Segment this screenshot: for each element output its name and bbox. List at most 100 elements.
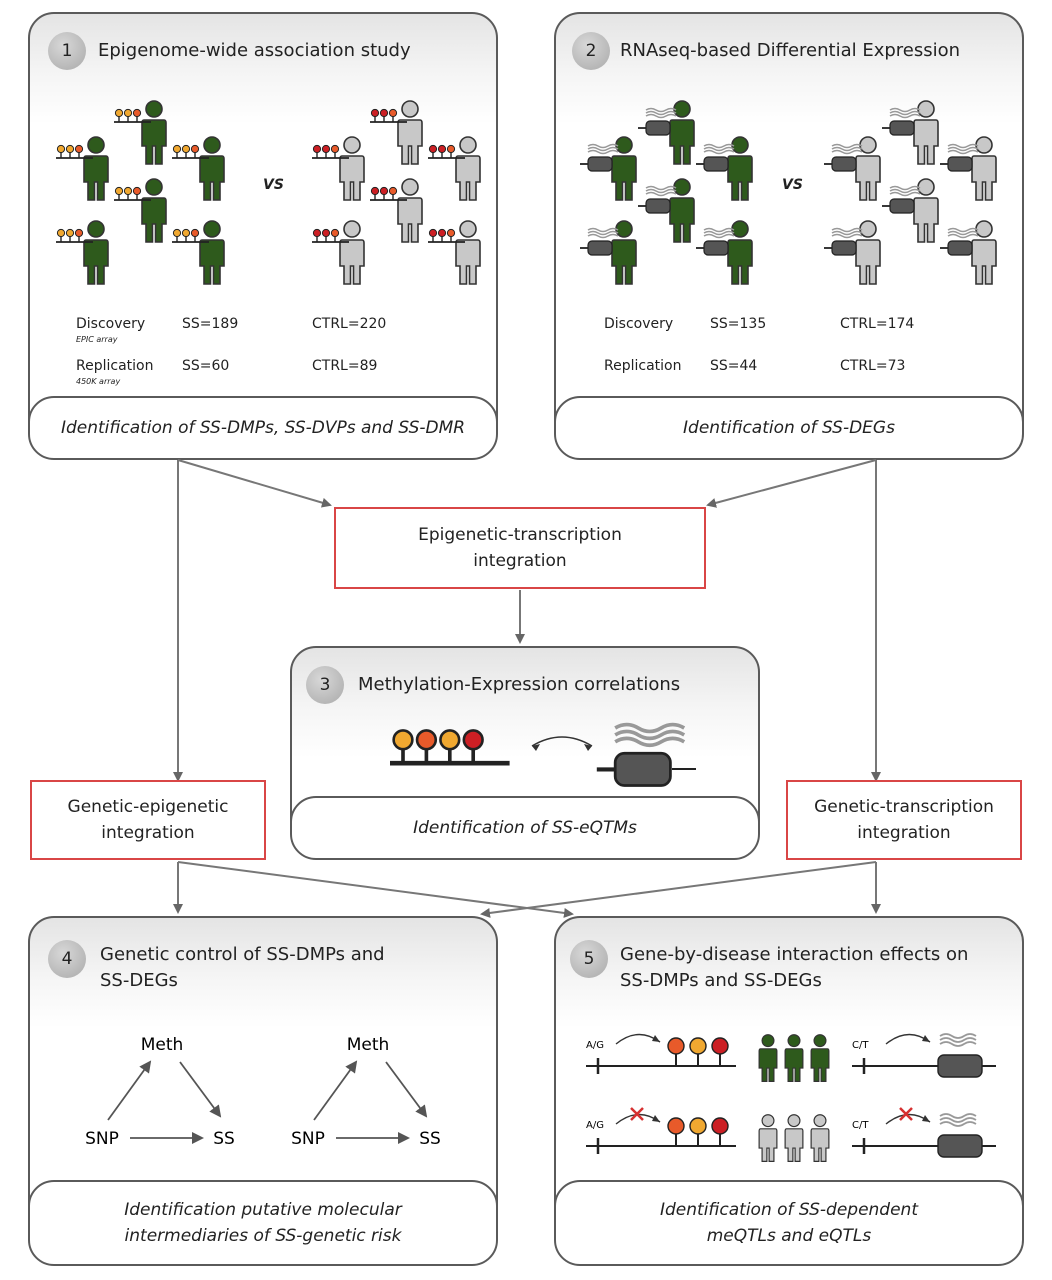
- panel-rnaseq: 2 RNAseq-based Differential Expression V…: [554, 12, 1024, 460]
- person-icon: [611, 220, 637, 285]
- arrow-snp-meth: [313, 1060, 358, 1121]
- methylation-site-icon: [711, 1117, 729, 1135]
- person-icon: [855, 136, 881, 201]
- discovery-label: Discovery: [76, 316, 146, 332]
- title-line: SS-DMPs and SS-DEGs: [620, 970, 822, 991]
- gene-transcript-icon: [940, 143, 979, 172]
- transcript-wave: [939, 1041, 977, 1047]
- box-line: integration: [857, 823, 951, 843]
- methylation-sites-icon: [312, 228, 349, 243]
- arrow-panel2-to-epi-trans: [706, 459, 877, 508]
- panel-title: Gene-by-disease interaction effects on S…: [620, 942, 968, 994]
- gene-transcript-icon: [580, 227, 619, 256]
- gene-transcript-icon: [638, 185, 677, 214]
- footer-text: Identification of SS-DEGs: [683, 418, 895, 438]
- panel-footer: Identification of SS-DEGs: [556, 396, 1022, 458]
- methylation-sites-icon: [172, 144, 209, 159]
- person-icon: [397, 178, 423, 243]
- step-number-badge: 3: [306, 666, 344, 704]
- person-icon: [199, 136, 225, 201]
- person-icon: [669, 100, 695, 165]
- methylation-site-icon: [667, 1037, 685, 1055]
- node-ss: SS: [213, 1129, 235, 1149]
- methylation-sites-icon: [114, 108, 151, 123]
- person-icon: [758, 1034, 778, 1082]
- node-snp: SNP: [85, 1129, 119, 1149]
- methylation-sites-icon: [56, 144, 93, 159]
- transcript-wave: [939, 1113, 977, 1119]
- arrow-meth-ss: [179, 1061, 222, 1118]
- discovery-ss: SS=189: [182, 316, 239, 332]
- rnaseq-illustration: [580, 100, 997, 285]
- panel-title: Epigenome-wide association study: [98, 40, 411, 61]
- panel-meth-expr: 3 Methylation-Expression correlations Id…: [290, 646, 760, 860]
- step-number-badge: 4: [48, 940, 86, 978]
- arrow-meth-ss: [385, 1061, 428, 1118]
- allele-label: A/G: [586, 1120, 604, 1131]
- gene-transcript-icon: [580, 143, 619, 172]
- panel-footer: Identification of SS-dependent meQTLs an…: [556, 1180, 1022, 1264]
- effect-arrowhead: [922, 1115, 930, 1122]
- person-icon: [455, 220, 481, 285]
- effect-arrowhead: [652, 1115, 660, 1122]
- replication-label: Replication: [76, 358, 154, 374]
- gene-transcript-icon: [824, 227, 863, 256]
- vs-label: VS: [263, 177, 284, 193]
- vs-label: VS: [782, 177, 803, 193]
- gene-box: [937, 1054, 983, 1078]
- gene-transcript-icon: [824, 143, 863, 172]
- gene-transcript-icon: [596, 722, 686, 787]
- methylation-site-icon: [689, 1037, 707, 1055]
- panel-footer: Identification of SS-DMPs, SS-DVPs and S…: [30, 396, 496, 458]
- effect-arrowhead: [922, 1035, 930, 1042]
- meth-expr-illustration: [390, 722, 696, 787]
- person-icon: [971, 136, 997, 201]
- panel-footer: Identification of SS-eQTMs: [292, 796, 758, 858]
- methylation-site-icon: [689, 1117, 707, 1135]
- gene-transcript-icon: [638, 107, 677, 136]
- panel-title: Methylation-Expression correlations: [358, 674, 681, 695]
- methylation-sites-icon: [172, 228, 209, 243]
- gene-transcript-icon: [696, 227, 735, 256]
- person-icon: [727, 220, 753, 285]
- correlation-arrow: [531, 736, 593, 747]
- person-icon: [455, 136, 481, 201]
- transcript-wave: [939, 1037, 977, 1043]
- person-icon: [397, 100, 423, 165]
- footer-text: meQTLs and eQTLs: [706, 1226, 872, 1246]
- person-icon: [83, 220, 109, 285]
- ewas-illustration: [56, 100, 481, 285]
- discovery-ctrl: CTRL=174: [840, 316, 915, 332]
- arrow-panel1-to-epi-trans: [177, 459, 332, 508]
- person-icon: [199, 220, 225, 285]
- node-meth: Meth: [347, 1035, 390, 1055]
- node-meth: Meth: [141, 1035, 184, 1055]
- step-number-badge: 1: [48, 32, 86, 70]
- replication-label: Replication: [604, 358, 682, 374]
- person-icon: [810, 1114, 830, 1162]
- person-icon: [784, 1114, 804, 1162]
- gene-transcript-icon: [940, 227, 979, 256]
- panel-title: RNAseq-based Differential Expression: [620, 40, 961, 61]
- arrow-gen-trans-to-panel4: [480, 861, 877, 918]
- gene-box: [937, 1134, 983, 1158]
- person-icon: [141, 178, 167, 243]
- methylation-sites-icon: [114, 186, 151, 201]
- panel-footer: Identification putative molecular interm…: [30, 1180, 496, 1264]
- methylation-sites-icon: [428, 144, 465, 159]
- transcript-wave: [939, 1121, 977, 1127]
- panel-title: Genetic control of SS-DMPs and SS-DEGs: [100, 942, 385, 994]
- methylation-sites-icon: [428, 228, 465, 243]
- blocked-icon: [630, 1107, 644, 1121]
- methylation-sites-icon: [390, 729, 510, 766]
- title-line: Gene-by-disease interaction effects on: [620, 944, 969, 965]
- methylation-site-icon: [667, 1117, 685, 1135]
- node-snp: SNP: [291, 1129, 325, 1149]
- person-icon: [669, 178, 695, 243]
- methylation-sites-icon: [370, 186, 407, 201]
- transcript-wave: [939, 1117, 977, 1123]
- footer-text: Identification of SS-DMPs, SS-DVPs and S…: [60, 418, 466, 438]
